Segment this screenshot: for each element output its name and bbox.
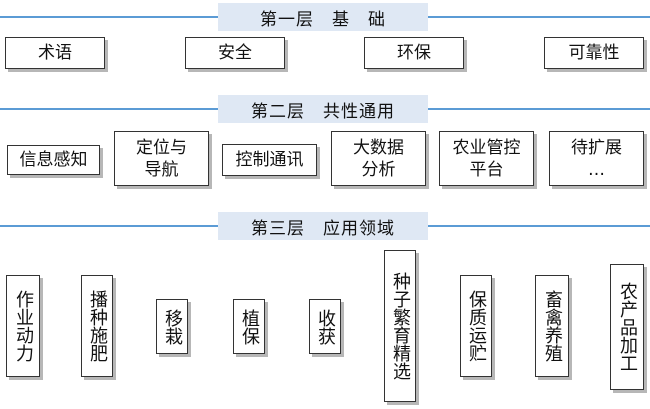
layer1-item-environment: 环保 — [364, 37, 464, 69]
layer2-line-left — [0, 108, 218, 110]
layer1-line-right — [428, 16, 650, 18]
layer3-item-power: 作业动力 — [6, 275, 40, 377]
layer3-item-protection: 植保 — [233, 299, 265, 354]
layer3-item-livestock: 畜禽养殖 — [535, 275, 569, 377]
layer2-item-control: 控制通讯 — [222, 144, 317, 176]
layer3-line-left — [0, 225, 218, 227]
layer1-title: 第一层 基 础 — [218, 3, 428, 31]
layer3-line-right — [428, 225, 650, 227]
layer2-item-bigdata: 大数据 分析 — [331, 131, 426, 186]
layer1-item-safety: 安全 — [185, 37, 285, 69]
layer2-item-positioning: 定位与 导航 — [114, 131, 209, 186]
layer3-item-transplant: 移栽 — [156, 299, 188, 354]
layer2-item-extension: 待扩展 … — [549, 131, 644, 186]
layer3-item-storage: 保质运贮 — [460, 275, 492, 377]
layer1-item-reliability: 可靠性 — [544, 37, 644, 69]
layer2-line-right — [428, 108, 650, 110]
layer2-title: 第二层 共性通用 — [218, 95, 428, 123]
layer3-item-processing: 农产品加工 — [610, 264, 644, 390]
layer3-title: 第三层 应用领域 — [218, 212, 428, 240]
layer2-item-platform: 农业管控 平台 — [439, 131, 534, 186]
layer2-item-sensing: 信息感知 — [7, 145, 100, 175]
layer3-item-seed-breeding: 种子繁育精选 — [384, 250, 416, 402]
layer3-item-harvest: 收获 — [309, 299, 341, 354]
layer1-item-terms: 术语 — [5, 37, 105, 69]
layer1-line-left — [0, 16, 218, 18]
layer3-item-seeding: 播种施肥 — [81, 275, 113, 377]
